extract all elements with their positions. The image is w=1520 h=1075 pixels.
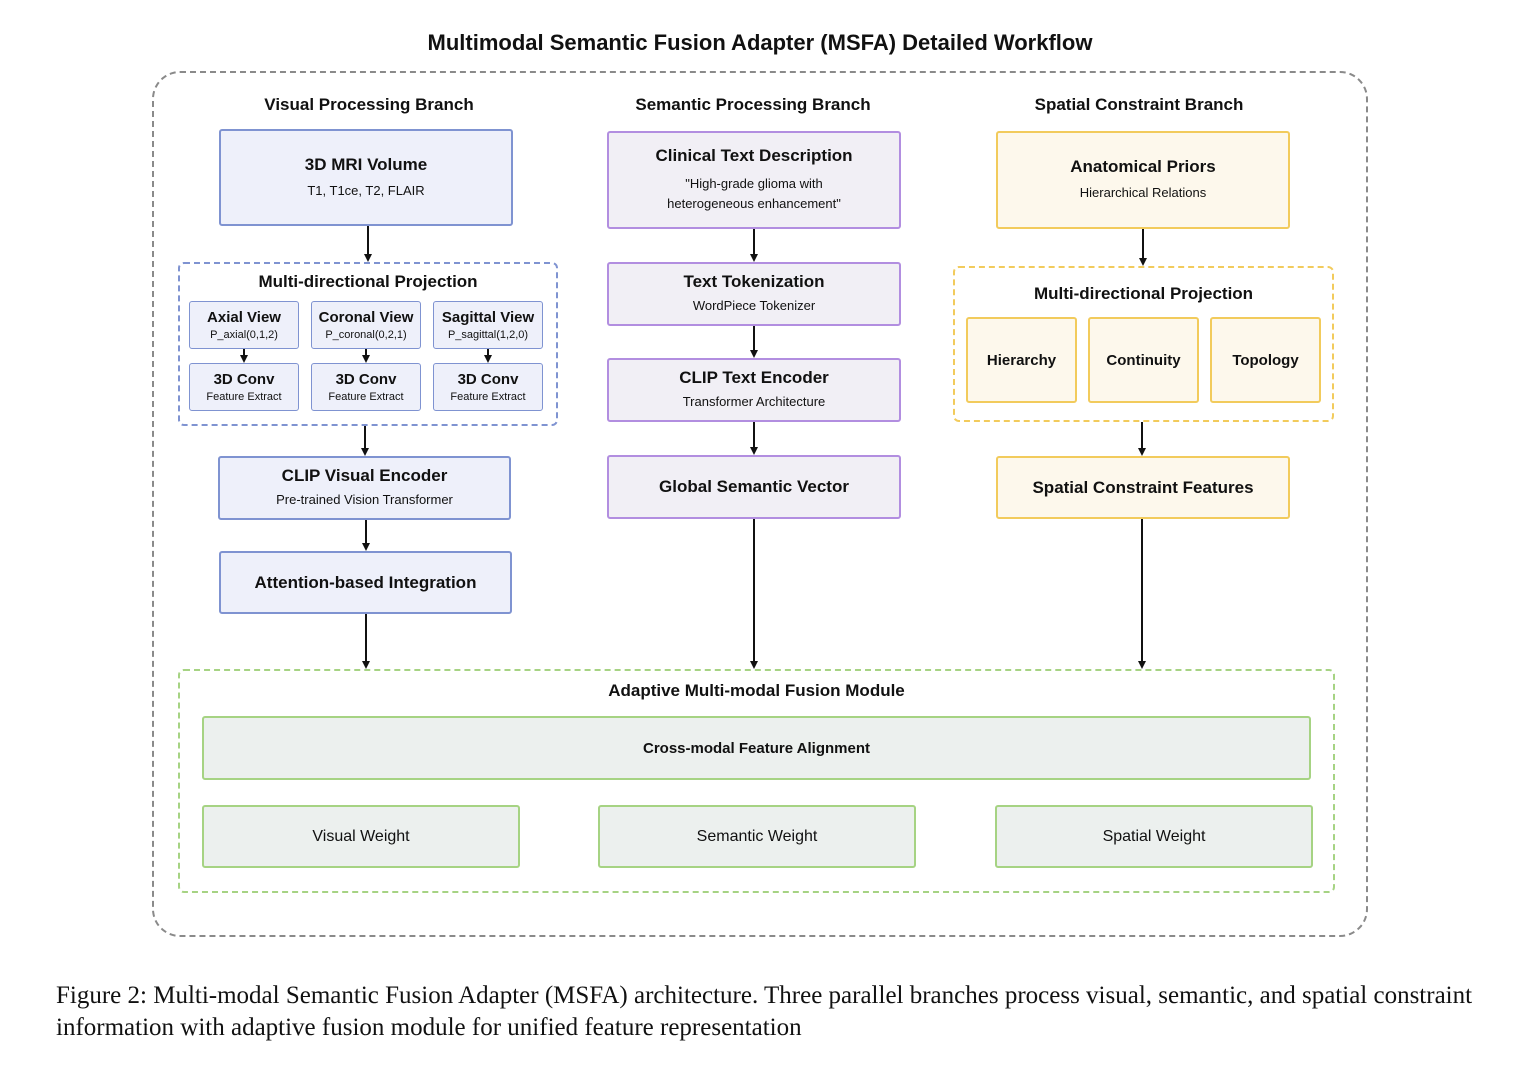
- anatomical-priors-box: Anatomical Priors Hierarchical Relations: [996, 131, 1290, 229]
- axial-conv-title: 3D Conv: [213, 371, 275, 388]
- clip-text-encoder-box: CLIP Text Encoder Transformer Architectu…: [607, 358, 901, 422]
- clinical-text-sub-1: "High-grade glioma with: [685, 176, 823, 191]
- spatial-projection-group: [953, 266, 1334, 422]
- clinical-text-box: Clinical Text Description "High-grade gl…: [607, 131, 901, 229]
- coronal-view-sub: P_coronal(0,2,1): [325, 329, 407, 341]
- coronal-view-box: Coronal View P_coronal(0,2,1): [311, 301, 421, 349]
- coronal-conv-sub: Feature Extract: [328, 391, 404, 403]
- hierarchy-label: Hierarchy: [986, 351, 1057, 369]
- cross-modal-alignment-label: Cross-modal Feature Alignment: [643, 739, 870, 757]
- figure-caption: Figure 2: Multi-modal Semantic Fusion Ad…: [56, 982, 1473, 1041]
- clip-text-encoder-title: CLIP Text Encoder: [679, 368, 829, 387]
- attention-integration-box: Attention-based Integration: [219, 551, 512, 614]
- attention-integration-title: Attention-based Integration: [254, 572, 477, 592]
- text-tokenization-box: Text Tokenization WordPiece Tokenizer: [607, 262, 901, 326]
- visual-weight-box: Visual Weight: [202, 805, 520, 868]
- fusion-module-group: [178, 669, 1335, 893]
- mri-volume-sub: T1, T1ce, T2, FLAIR: [307, 182, 425, 198]
- global-semantic-vector-title: Global Semantic Vector: [659, 477, 849, 496]
- anatomical-priors-sub: Hierarchical Relations: [1079, 185, 1207, 200]
- figure-title: Multimodal Semantic Fusion Adapter (MSFA…: [427, 30, 1093, 55]
- clip-visual-encoder-title: CLIP Visual Encoder: [281, 466, 448, 485]
- sagittal-view-box: Sagittal View P_sagittal(1,2,0): [433, 301, 543, 349]
- visual-projection-title: Multi-directional Projection: [258, 272, 478, 291]
- axial-view-title: Axial View: [207, 309, 281, 326]
- semantic-weight-box: Semantic Weight: [598, 805, 916, 868]
- mri-volume-box: 3D MRI Volume T1, T1ce, T2, FLAIR: [219, 129, 513, 226]
- visual-branch-title: Visual Processing Branch: [264, 95, 474, 114]
- semantic-weight-label: Semantic Weight: [696, 827, 818, 845]
- sagittal-conv-sub: Feature Extract: [450, 391, 526, 403]
- spatial-weight-label: Spatial Weight: [1102, 827, 1206, 845]
- axial-conv-box: 3D Conv Feature Extract: [189, 363, 299, 411]
- continuity-box: Continuity: [1088, 317, 1199, 403]
- coronal-conv-box: 3D Conv Feature Extract: [311, 363, 421, 411]
- hierarchy-box: Hierarchy: [966, 317, 1077, 403]
- axial-view-sub: P_axial(0,1,2): [210, 329, 278, 341]
- fusion-module-title: Adaptive Multi-modal Fusion Module: [608, 681, 905, 700]
- topology-box: Topology: [1210, 317, 1321, 403]
- axial-view-box: Axial View P_axial(0,1,2): [189, 301, 299, 349]
- outer-container: [152, 71, 1368, 937]
- visual-projection-group: [178, 262, 558, 426]
- semantic-branch-title: Semantic Processing Branch: [635, 95, 871, 114]
- mri-volume-title: 3D MRI Volume: [304, 154, 428, 174]
- spatial-branch-title: Spatial Constraint Branch: [1034, 95, 1244, 114]
- global-semantic-vector-box: Global Semantic Vector: [607, 455, 901, 519]
- clip-visual-encoder-sub: Pre-trained Vision Transformer: [276, 492, 453, 507]
- axial-conv-sub: Feature Extract: [206, 391, 282, 403]
- anatomical-priors-title: Anatomical Priors: [1070, 157, 1216, 176]
- sagittal-conv-box: 3D Conv Feature Extract: [433, 363, 543, 411]
- text-tokenization-title: Text Tokenization: [683, 272, 825, 291]
- clip-visual-encoder-box: CLIP Visual Encoder Pre-trained Vision T…: [218, 456, 511, 520]
- clinical-text-sub-2: heterogeneous enhancement": [667, 196, 841, 211]
- spatial-constraint-features-title: Spatial Constraint Features: [1032, 477, 1254, 497]
- clip-text-encoder-sub: Transformer Architecture: [682, 394, 826, 409]
- sagittal-view-title: Sagittal View: [441, 309, 535, 326]
- spatial-weight-box: Spatial Weight: [995, 805, 1313, 868]
- visual-weight-label: Visual Weight: [312, 827, 410, 845]
- sagittal-conv-title: 3D Conv: [457, 371, 519, 388]
- spatial-projection-title: Multi-directional Projection: [1033, 284, 1254, 303]
- cross-modal-alignment-box: Cross-modal Feature Alignment: [202, 716, 1311, 780]
- coronal-view-title: Coronal View: [318, 309, 414, 326]
- spatial-constraint-features-box: Spatial Constraint Features: [996, 456, 1290, 519]
- continuity-label: Continuity: [1106, 351, 1181, 369]
- coronal-conv-title: 3D Conv: [335, 371, 397, 388]
- text-tokenization-sub: WordPiece Tokenizer: [692, 298, 816, 313]
- clinical-text-title: Clinical Text Description: [655, 146, 853, 165]
- topology-label: Topology: [1232, 351, 1299, 369]
- sagittal-view-sub: P_sagittal(1,2,0): [447, 329, 529, 341]
